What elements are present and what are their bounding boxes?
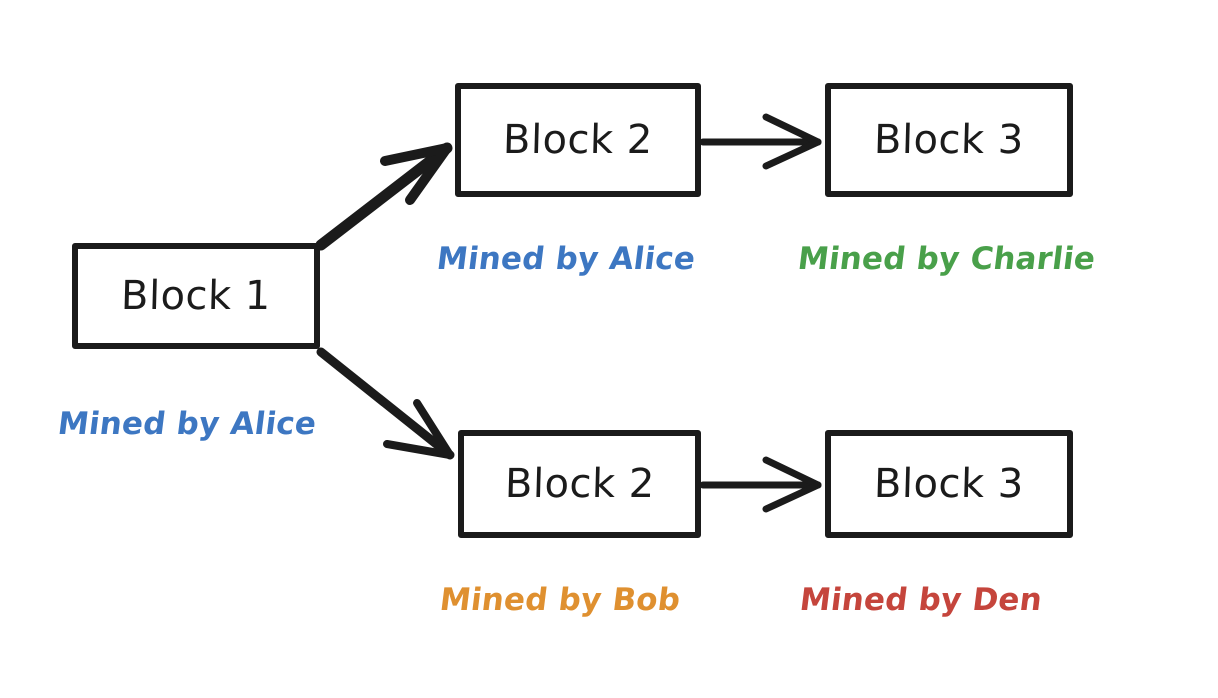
arrow-block2-to-block3-top bbox=[699, 113, 822, 170]
block-node-block3-top[interactable]: Block 3 bbox=[825, 83, 1073, 197]
miner-label-block3-top: Mined by Charlie bbox=[795, 241, 1098, 277]
miner-label-block1: Mined by Alice bbox=[55, 406, 319, 442]
arrow-block2-to-block3-bottom bbox=[699, 456, 822, 513]
block-label: Block 3 bbox=[873, 461, 1025, 507]
block-node-block3-bottom[interactable]: Block 3 bbox=[825, 430, 1073, 538]
block-label: Block 2 bbox=[502, 117, 654, 163]
block-node-block2-bottom[interactable]: Block 2 bbox=[458, 430, 701, 538]
miner-label-block3-bottom: Mined by Den bbox=[797, 582, 1045, 618]
miner-label-block2-bottom: Mined by Bob bbox=[437, 582, 683, 618]
block-label: Block 2 bbox=[503, 461, 656, 507]
block-node-block2-top[interactable]: Block 2 bbox=[455, 83, 701, 197]
block-node-block1[interactable]: Block 1 bbox=[72, 243, 320, 349]
miner-label-block2-top: Mined by Alice bbox=[434, 241, 698, 277]
block-label: Block 3 bbox=[873, 117, 1025, 163]
arrow-block1-to-block2-top bbox=[315, 142, 453, 251]
block-label: Block 1 bbox=[120, 273, 272, 319]
arrow-block1-to-block2-bottom bbox=[316, 347, 455, 460]
